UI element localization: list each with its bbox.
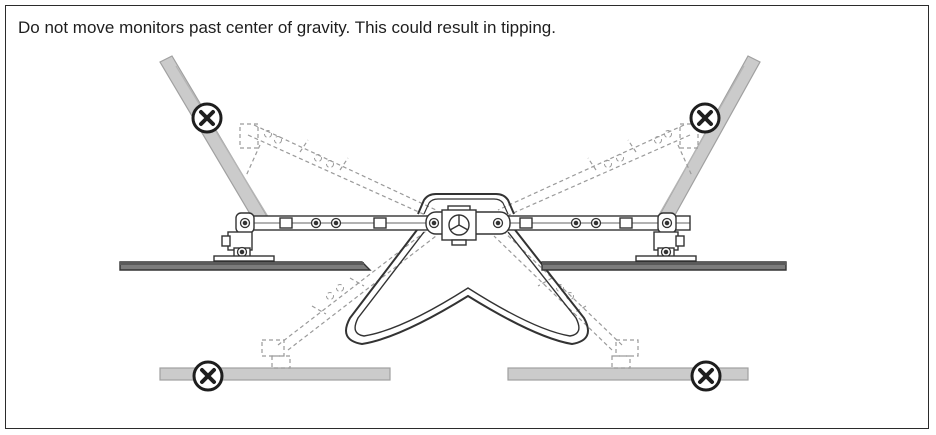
- stand-handle: [417, 193, 515, 215]
- ghost-arm-upper-right: [497, 123, 699, 219]
- ghost-monitor-upper-left: [159, 55, 269, 225]
- ghost-arm-upper-left: [239, 123, 437, 219]
- ghost-arm-lower-left: [261, 227, 437, 369]
- warning-caption: Do not move monitors past center of grav…: [18, 18, 556, 37]
- x-circle-icon-upper-left: [191, 102, 223, 134]
- arm-left: [213, 212, 439, 262]
- x-circle-icon-lower-left: [192, 360, 224, 392]
- ghost-monitor-upper-right: [657, 55, 761, 225]
- x-circle-icon-upper-right: [689, 102, 721, 134]
- arm-right: [493, 212, 697, 262]
- warning-markers: [191, 102, 722, 392]
- stand-base: [345, 225, 589, 346]
- ghost-arm-lower-right: [493, 227, 639, 369]
- x-circle-icon-lower-right: [690, 360, 722, 392]
- correct-position: [119, 193, 787, 346]
- center-hub: [425, 205, 511, 246]
